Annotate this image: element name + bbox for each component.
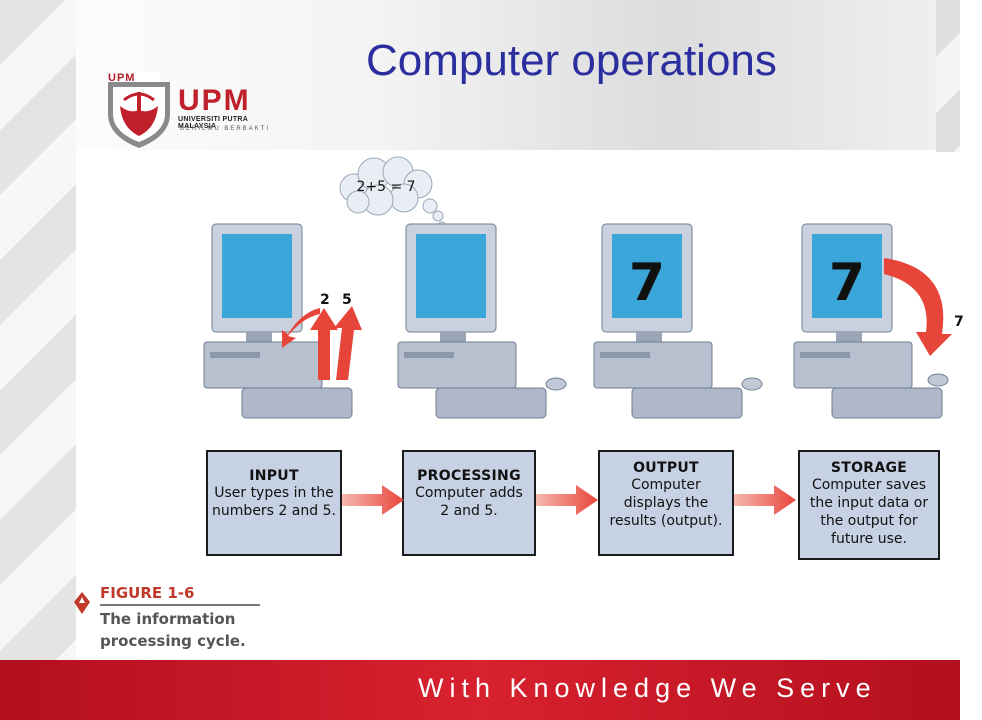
output-step-desc-line: Computer <box>631 477 701 493</box>
figure-marker-icon <box>74 592 90 614</box>
input-step-desc-line: User types in the <box>214 485 334 501</box>
storage-step-box: STORAGE Computer saves the input data or… <box>798 450 940 560</box>
output-step-desc-line: displays the <box>623 495 709 511</box>
input-digit-2: 5 <box>342 292 352 308</box>
logo-university-name: UNIVERSITI PUTRA MALAYSIA <box>178 116 248 130</box>
thought-bubble-text: 2+5 = 7 <box>356 179 415 195</box>
storage-screen-value: 7 <box>829 253 865 313</box>
storage-side-label: 7 <box>954 314 964 330</box>
input-computer: 2 5 <box>203 223 362 419</box>
thought-bubble: 2+5 = 7 <box>339 156 447 231</box>
flow-arrow-icon <box>342 485 404 515</box>
storage-step-desc-line: Computer saves <box>811 477 927 493</box>
output-screen-value: 7 <box>629 253 665 313</box>
slide-title: Computer operations <box>366 36 777 85</box>
logo-abbreviation: UPM <box>178 84 251 117</box>
input-step-box: INPUT User types in the numbers 2 and 5. <box>206 450 342 556</box>
output-step-box: OUTPUT Computer displays the results (ou… <box>598 450 734 556</box>
output-step-desc-line: results (output). <box>609 513 723 529</box>
figure-panel: 2+5 = 7 2 5 <box>74 152 964 660</box>
storage-step-desc-line: the input data or <box>809 495 929 511</box>
figure-caption-text: The information processing cycle. <box>100 610 246 650</box>
logo-abbr-small: UPM <box>108 72 136 84</box>
left-decoration <box>0 0 76 660</box>
processing-step-desc-line: 2 and 5. <box>440 503 498 519</box>
processing-step-desc-line: Computer adds <box>415 485 523 501</box>
flow-arrow-icon <box>734 485 796 515</box>
input-digit-1: 2 <box>320 292 330 308</box>
footer-bar: With Knowledge We Serve <box>0 660 960 720</box>
footer-slogan: With Knowledge We Serve <box>418 673 877 703</box>
storage-step-desc-line: the output for <box>820 513 918 529</box>
processing-step-title: PROCESSING <box>417 468 521 484</box>
flow-arrow-icon <box>536 485 598 515</box>
figure-caption-label: FIGURE 1-6 <box>100 584 195 602</box>
processing-computer <box>397 223 567 419</box>
storage-computer: 7 7 <box>793 223 964 419</box>
storage-step-title: STORAGE <box>830 460 908 476</box>
processing-step-box: PROCESSING Computer adds 2 and 5. <box>402 450 536 556</box>
input-step-desc-line: numbers 2 and 5. <box>212 503 336 519</box>
output-computer: 7 <box>593 223 763 419</box>
storage-step-desc-line: future use. <box>831 531 907 547</box>
output-step-title: OUTPUT <box>633 460 699 476</box>
upm-crest-icon <box>108 72 170 148</box>
upm-logo: UPM UPM UNIVERSITI PUTRA MALAYSIA BERILM… <box>104 70 274 150</box>
input-step-title: INPUT <box>249 468 299 484</box>
caption-divider <box>100 604 260 606</box>
logo-motto: BERILMU BERBAKTI <box>180 126 271 132</box>
